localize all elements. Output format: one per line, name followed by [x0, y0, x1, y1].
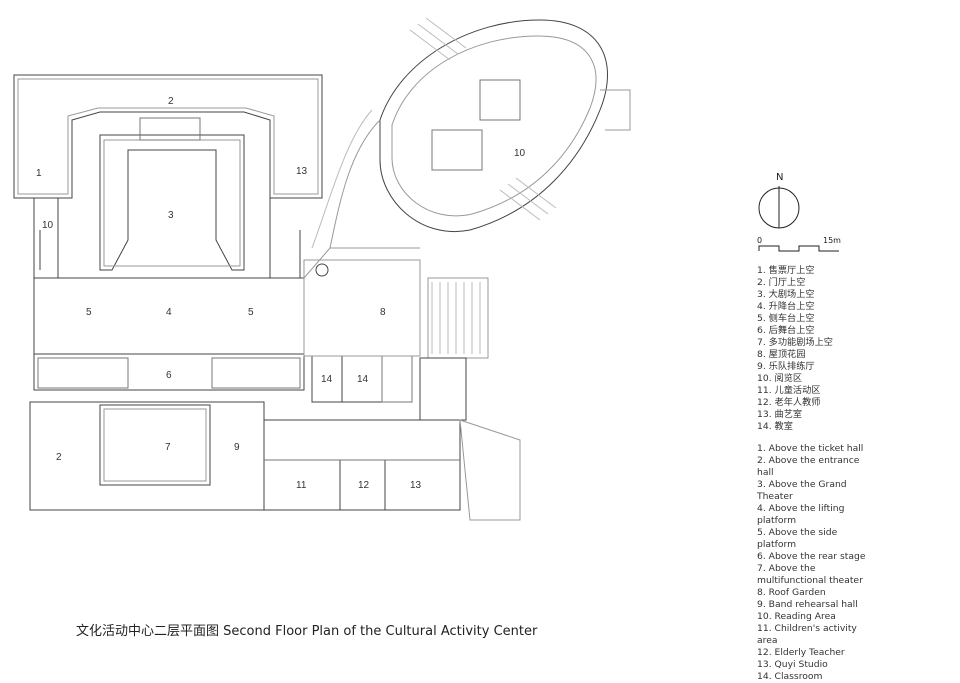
legend-item-zh: 6. 后舞台上空	[757, 325, 815, 336]
multifunction-theater	[99, 404, 211, 486]
floor-plan-drawing: 1 2 13 3 10 5 4 5 6 8 14 14 10 2 7 9 11 …	[13, 17, 631, 521]
plan-label-1: 1	[36, 168, 42, 179]
north-arrow: N	[757, 172, 803, 232]
plan-label-11: 11	[296, 480, 307, 491]
legend-item-zh: 12. 老年人教师	[757, 397, 821, 408]
legend-item-zh: 5. 侧车台上空	[757, 313, 815, 324]
legend-item-zh: 14. 教室	[757, 421, 793, 432]
plan-label-4: 4	[166, 307, 172, 318]
scale-bar: 0 15m	[757, 236, 857, 256]
plan-label-13-north: 13	[296, 166, 308, 177]
plan-label-8: 8	[380, 307, 386, 318]
plan-label-2-south: 2	[56, 452, 62, 463]
legend-item-en: 1. Above the ticket hall	[757, 443, 864, 454]
legend-item-en: 5. Above the side platform	[757, 527, 838, 550]
plan-label-12: 12	[358, 480, 370, 491]
plan-label-5-east: 5	[248, 307, 254, 318]
legend-item-zh: 1. 售票厅上空	[757, 265, 815, 276]
roof-garden-outline	[303, 259, 421, 357]
legend-item-zh: 2. 门厅上空	[757, 277, 806, 288]
south-block-outline	[29, 401, 265, 511]
legend-item-zh: 7. 多功能剧场上空	[757, 337, 833, 348]
plan-label-9: 9	[234, 442, 240, 453]
plan-label-14-a: 14	[321, 374, 333, 385]
north-label: N	[776, 172, 784, 183]
legend-item-en: 6. Above the rear stage	[757, 551, 866, 562]
legend-item-en: 4. Above the lifting platform	[757, 503, 845, 526]
plan-label-6: 6	[166, 370, 172, 381]
drawing-caption: 文化活动中心二层平面图 Second Floor Plan of the Cul…	[76, 624, 538, 639]
reading-area-outline	[379, 19, 608, 232]
legend-item-zh: 3. 大剧场上空	[757, 289, 815, 300]
scale-end: 15m	[823, 236, 841, 245]
legend-item-zh: 4. 升降台上空	[757, 301, 815, 312]
plan-label-3: 3	[168, 210, 174, 221]
legend-item-en: 9. Band rehearsal hall	[757, 599, 858, 610]
legend-item-en: 14. Classroom	[757, 671, 823, 682]
legend-item-en: 2. Above the entrance hall	[757, 455, 860, 478]
legend-item-en: 12. Elderly Teacher	[757, 647, 845, 658]
plan-label-7: 7	[165, 442, 171, 453]
grand-theater-outline	[99, 134, 245, 271]
legend-item-zh: 10. 阅览区	[757, 373, 803, 384]
plan-label-5-west: 5	[86, 307, 92, 318]
plan-label-13-south: 13	[410, 480, 422, 491]
plan-label-10-west: 10	[42, 220, 54, 231]
north-wing-outline	[13, 74, 323, 199]
legend-item-en: 11. Children's activity area	[757, 623, 857, 646]
legend-item-en: 8. Roof Garden	[757, 587, 826, 598]
legend-item-en: 7. Above the multifunctional theater	[757, 563, 863, 586]
legend-item-zh: 13. 曲艺室	[757, 409, 803, 420]
legend-item-zh: 9. 乐队排练厅	[757, 361, 815, 372]
legend-item-zh: 11. 儿童活动区	[757, 385, 821, 396]
plan-label-2-north: 2	[168, 96, 174, 107]
scale-start: 0	[757, 236, 763, 245]
legend-item-en: 3. Above the Grand Theater	[757, 479, 847, 502]
legend-item-en: 13. Quyi Studio	[757, 659, 828, 670]
plan-label-10-oval: 10	[514, 148, 526, 159]
legend-item-zh: 8. 屋顶花园	[757, 349, 806, 360]
plan-label-14-b: 14	[357, 374, 369, 385]
legend-item-en: 10. Reading Area	[757, 611, 836, 622]
